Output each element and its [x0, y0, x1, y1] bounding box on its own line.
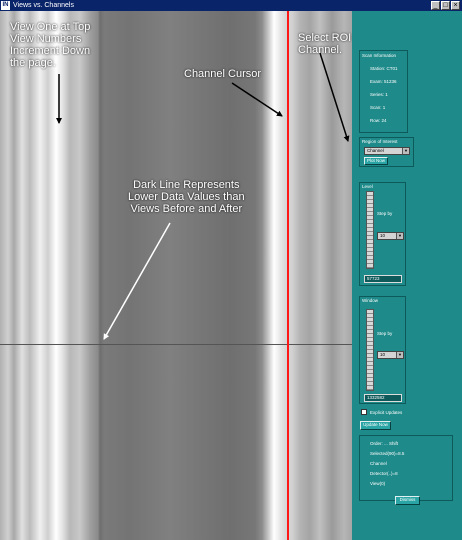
view-numbers-annotation: View One at Top View Numbers Increment D…: [10, 21, 91, 69]
scan-label: Scan: 1: [370, 105, 386, 110]
window-step-select[interactable]: 10 ▼: [377, 351, 404, 359]
level-slider[interactable]: [366, 191, 374, 269]
chevron-down-icon: ▼: [396, 233, 403, 239]
control-panel: Scan Information Station: CT01 Exam: 512…: [352, 11, 462, 540]
maximize-button[interactable]: □: [441, 1, 450, 10]
window-step-label: Step by: [377, 331, 393, 336]
status-line: Selected(90)=8.5: [370, 451, 405, 456]
dismiss-button[interactable]: Dismiss: [395, 496, 420, 505]
roi-select[interactable]: Channel ▼: [364, 147, 410, 155]
status-box: Order: ... Shift Selected(90)=8.5 Channe…: [359, 435, 453, 501]
title-bar: IN Views vs. Channels _ □ ×: [0, 0, 462, 11]
annotation-arrows: [56, 52, 350, 340]
plot-now-button[interactable]: Plot Now: [364, 157, 388, 165]
status-line: View(0): [370, 481, 386, 486]
level-step-value: 10: [380, 233, 386, 238]
scan-info-box: Scan Information Station: CT01 Exam: 512…: [359, 50, 408, 133]
select-roi-annotation: Select ROI Channel.: [298, 32, 352, 56]
exam-label: Exam: 51236: [370, 79, 397, 84]
roi-box: Region of Interest Channel ▼ Plot Now: [359, 137, 414, 167]
level-step-label: Step by: [377, 211, 393, 216]
explicit-updates-label: Explicit Updates: [370, 410, 403, 415]
window-title: Views vs. Channels: [13, 2, 74, 9]
update-now-button[interactable]: Update Now: [360, 421, 391, 430]
views-vs-channels-image[interactable]: View One at Top View Numbers Increment D…: [0, 11, 352, 540]
app-icon: IN: [1, 1, 10, 10]
level-value-field[interactable]: 57723: [364, 275, 402, 283]
status-line: Order: ... Shift: [370, 441, 399, 446]
row-label: Row: 24: [370, 118, 387, 123]
arrow-dark-line: [103, 222, 171, 340]
channel-cursor-annotation: Channel Cursor: [184, 68, 262, 80]
status-line: Channel: [370, 461, 387, 466]
roi-title: Region of Interest: [362, 139, 398, 144]
level-step-select[interactable]: 10 ▼: [377, 232, 404, 240]
window-value-field[interactable]: 1332582: [364, 394, 402, 402]
roi-select-value: Channel: [367, 148, 384, 153]
series-label: Series: 1: [370, 92, 388, 97]
channel-cursor[interactable]: [287, 11, 289, 540]
status-line: Detector(..)=8: [370, 471, 398, 476]
chevron-down-icon: ▼: [402, 148, 409, 154]
chevron-down-icon: ▼: [396, 352, 403, 358]
explicit-updates-checkbox[interactable]: [361, 409, 367, 415]
station-label: Station: CT01: [370, 66, 398, 71]
dark-line-annotation: Dark Line Represents Lower Data Values t…: [128, 179, 245, 215]
arrow-channel-cursor: [231, 82, 283, 117]
minimize-button[interactable]: _: [431, 1, 440, 10]
close-button[interactable]: ×: [451, 1, 460, 10]
window-title-label: Window: [362, 298, 379, 303]
level-box: Level Step by 10 ▼ 57723: [359, 182, 406, 286]
scan-info-title: Scan Information: [362, 53, 397, 58]
arrow-select-roi: [319, 52, 350, 142]
window-slider[interactable]: [366, 309, 374, 391]
window-step-value: 10: [380, 352, 386, 357]
level-title: Level: [362, 184, 373, 189]
dark-line: [0, 344, 352, 345]
window-box: Window Step by 10 ▼ 1332582: [359, 296, 406, 404]
